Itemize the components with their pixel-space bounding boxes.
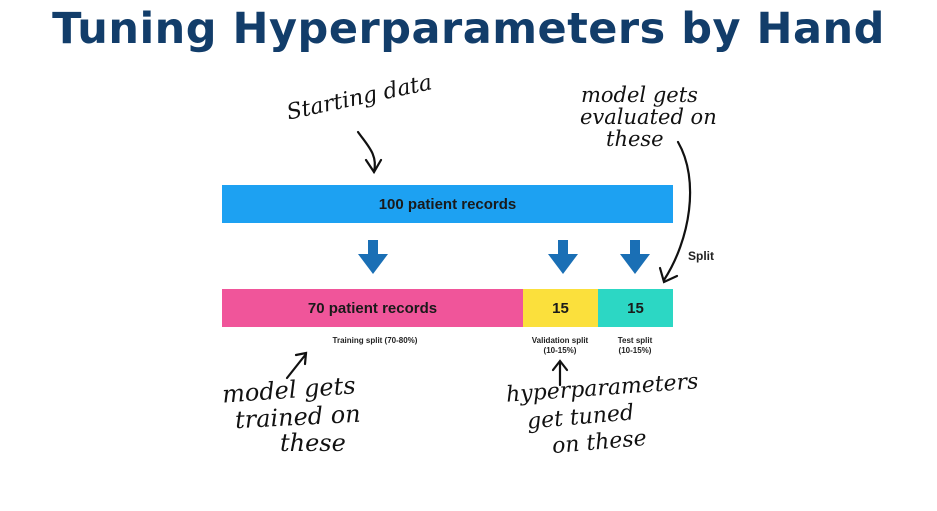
training-down-arrow-icon <box>358 240 388 274</box>
starting-data-arrow-icon <box>356 130 383 175</box>
starting-data-bar: 100 patient records <box>222 185 673 223</box>
annotation-evaluated-line1: model gets <box>581 83 698 107</box>
tuned-arrow-icon <box>551 359 569 387</box>
validation-down-arrow-icon <box>548 240 578 274</box>
annotation-trained-line3: these <box>280 429 346 457</box>
test-split-bar: 15 <box>598 289 673 327</box>
evaluated-arrow-icon <box>658 140 692 284</box>
test-split-label-line1: Test split <box>617 336 653 345</box>
test-down-arrow-icon <box>620 240 650 274</box>
training-split-label: Training split (70-80%) <box>332 336 418 345</box>
trained-arrow-icon <box>285 351 308 380</box>
annotation-evaluated-line3: these <box>606 127 664 151</box>
test-split-label-line2: (10-15%) <box>618 346 652 355</box>
page-title: Tuning Hyperparameters by Hand <box>52 4 885 54</box>
validation-split-bar: 15 <box>523 289 598 327</box>
validation-split-label-line1: Validation split <box>531 336 589 345</box>
validation-split-label-line2: (10-15%) <box>543 346 577 355</box>
training-split-bar: 70 patient records <box>222 289 523 327</box>
split-label: Split <box>688 249 714 263</box>
annotation-evaluated-line2: evaluated on <box>580 105 717 129</box>
